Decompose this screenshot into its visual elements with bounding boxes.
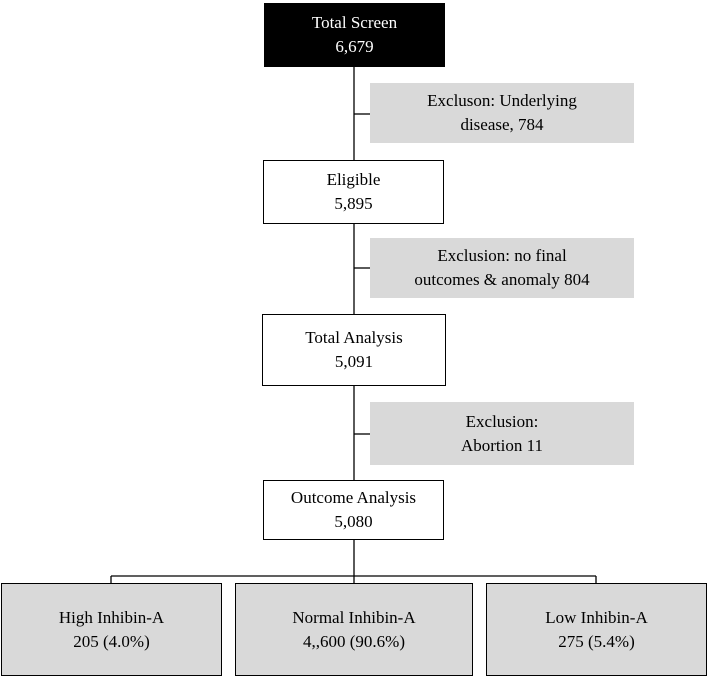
group-low-inhibin-a-box: Low Inhibin-A 275 (5.4%) <box>486 583 707 676</box>
group-normal-inhibin-a-box: Normal Inhibin-A 4,,600 (90.6%) <box>235 583 473 676</box>
outcome-analysis-label: Outcome Analysis <box>290 488 417 507</box>
exclusion-2-line-2: outcomes & anomaly 804 <box>414 270 590 289</box>
group-high-inhibin-a-box: High Inhibin-A 205 (4.0%) <box>1 583 222 676</box>
outcome-analysis-count: 5,080 <box>334 512 373 531</box>
group-count: 275 (5.4%) <box>558 631 635 651</box>
exclusion-underlying-disease-box: Excluson: Underlying disease, 784 <box>370 83 634 143</box>
eligible-count: 5,895 <box>334 194 373 213</box>
exclusion-3-line-1: Exclusion: <box>465 411 539 431</box>
group-label: Low Inhibin-A <box>545 607 648 627</box>
exclusion-1-line-1: Excluson: Underlying <box>427 91 577 110</box>
group-count: 205 (4.0%) <box>73 631 150 651</box>
total-screen-box: Total Screen 6,679 <box>264 3 445 67</box>
group-count: 4,,600 (90.6%) <box>303 631 405 651</box>
total-screen-count: 6,679 <box>335 37 374 56</box>
exclusion-no-final-outcomes-box: Exclusion: no final outcomes & anomaly 8… <box>370 238 634 298</box>
total-analysis-count: 5,091 <box>334 352 374 371</box>
exclusion-abortion-box: Exclusion: Abortion 11 <box>370 402 634 465</box>
exclusion-1-line-2: disease, 784 <box>460 115 544 134</box>
outcome-analysis-box: Outcome Analysis 5,080 <box>263 480 444 540</box>
group-label: High Inhibin-A <box>58 607 165 627</box>
total-analysis-label: Total Analysis <box>305 328 403 347</box>
eligible-label: Eligible <box>326 170 381 189</box>
exclusion-3-line-2: Abortion 11 <box>460 435 543 455</box>
group-label: Normal Inhibin-A <box>292 607 416 627</box>
eligible-box: Eligible 5,895 <box>263 160 444 224</box>
exclusion-2-line-1: Exclusion: no final <box>437 246 567 265</box>
total-screen-label: Total Screen <box>311 13 398 32</box>
total-analysis-box: Total Analysis 5,091 <box>262 314 446 386</box>
